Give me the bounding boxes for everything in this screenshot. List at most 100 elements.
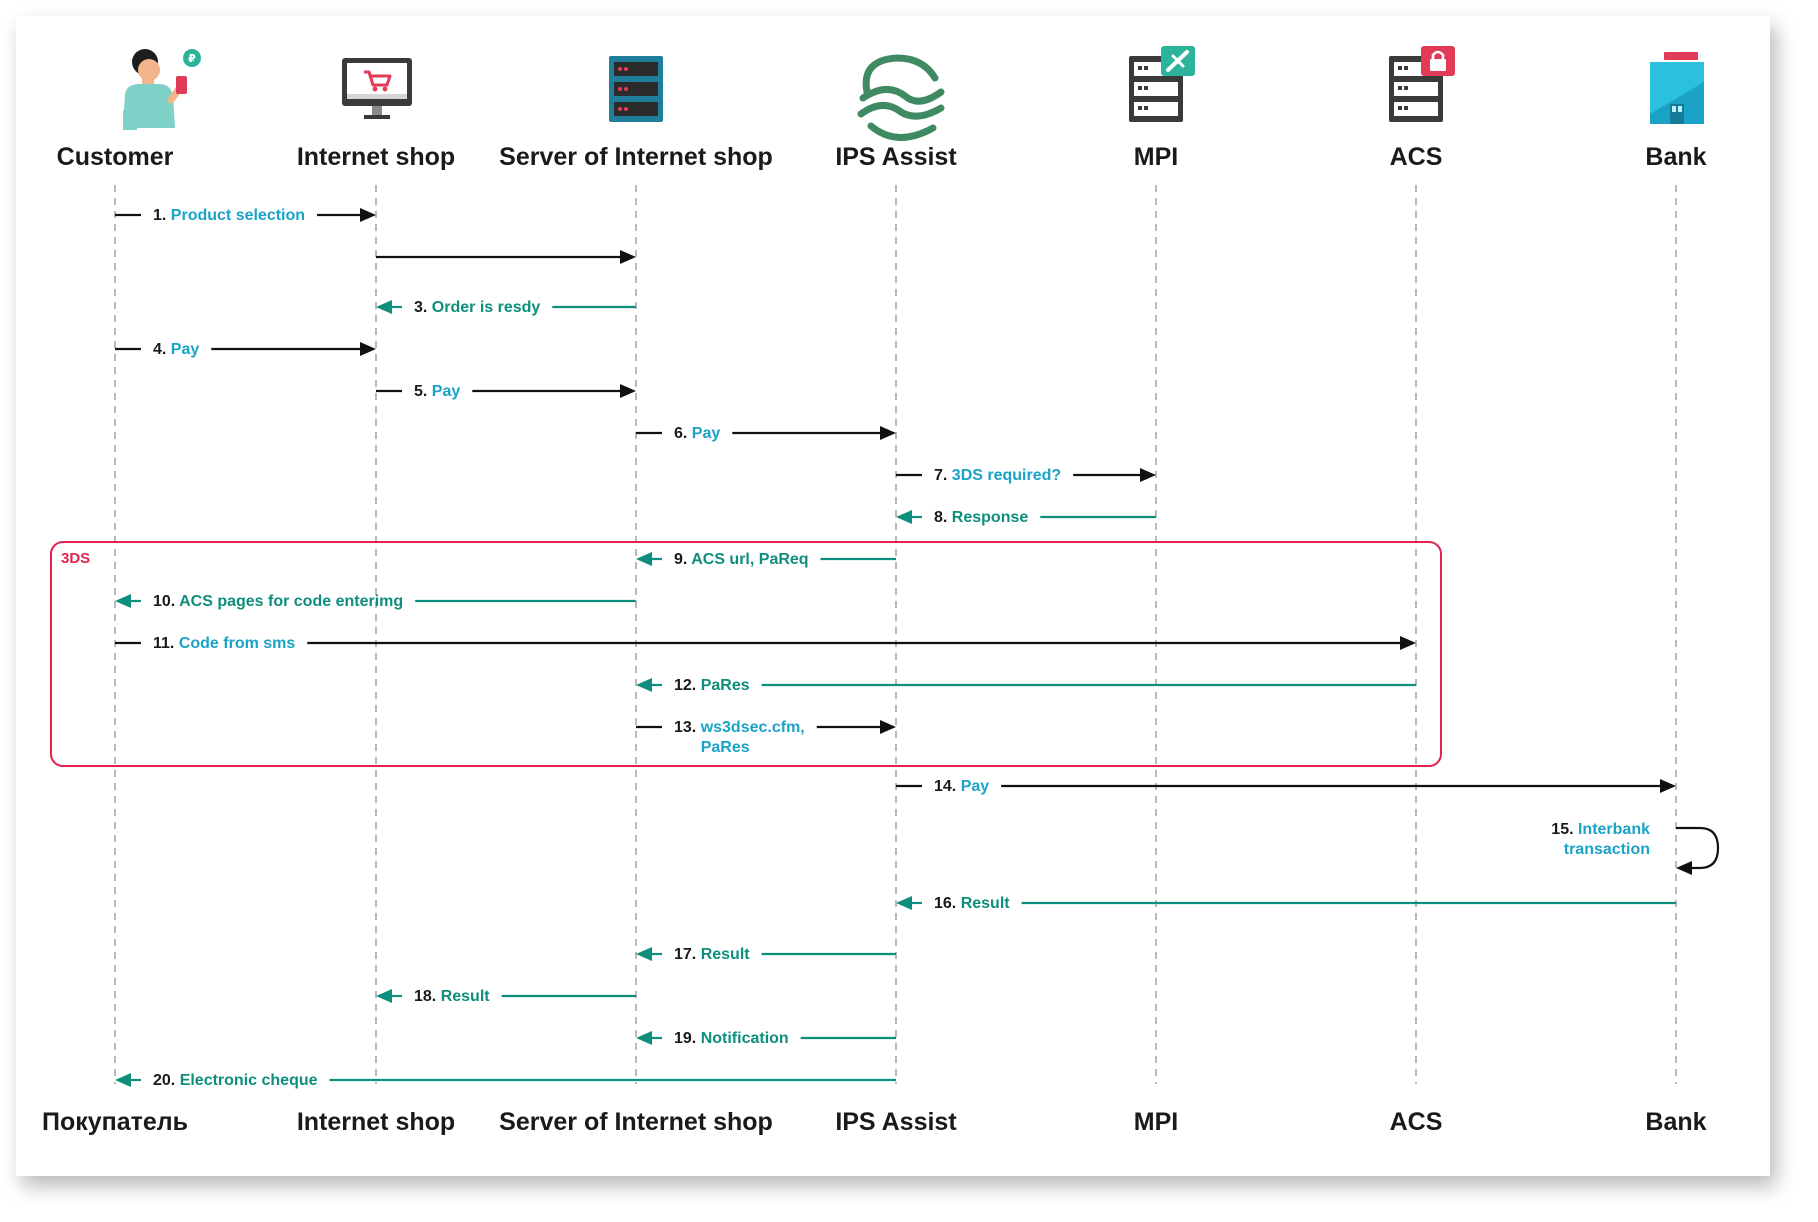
message-label: 6. Pay: [674, 425, 720, 442]
message-18: 18. Result: [376, 988, 636, 1005]
message-number: 16.: [934, 895, 961, 912]
svg-text:₽: ₽: [188, 52, 196, 65]
message-text: Pay: [692, 425, 721, 442]
message-6: 6. Pay: [636, 425, 896, 442]
message-number: 14.: [934, 778, 961, 795]
message-label: 11. Code from sms: [153, 635, 295, 652]
message-text: PaRes: [701, 677, 750, 694]
message-label: 3. Order is resdy: [414, 299, 540, 316]
message-12: 12. PaRes: [636, 677, 1416, 694]
message-17: 17. Result: [636, 946, 896, 963]
message-7: 7. 3DS required?: [896, 467, 1156, 484]
message-text: Electronic cheque: [180, 1072, 318, 1089]
message-label: 7. 3DS required?: [934, 467, 1061, 484]
message-text: Pay: [961, 778, 990, 795]
arrowhead: [636, 1031, 652, 1045]
message-19: 19. Notification: [636, 1030, 896, 1047]
arrowhead: [620, 250, 636, 264]
message-text: Result: [961, 895, 1011, 912]
message-5: 5. Pay: [376, 383, 636, 400]
message-8: 8. Response: [896, 509, 1156, 526]
message-label: 15. Interbank: [1551, 821, 1650, 838]
message-text: Pay: [171, 341, 200, 358]
message-label: 8. Response: [934, 509, 1028, 526]
message-label: 17. Result: [674, 946, 750, 963]
message-text: ACS pages for code enterimg: [179, 593, 403, 610]
message-10: 10. ACS pages for code enterimg: [115, 593, 636, 610]
message-16: 16. Result: [896, 895, 1676, 912]
message-label: 13. ws3dsec.cfm,: [674, 719, 805, 736]
actor-title-ips-assist: IPS Assist: [835, 143, 957, 171]
message-number: 3.: [414, 299, 432, 316]
frame-3ds: [50, 541, 1442, 767]
message-9: 9. ACS url, PaReq: [636, 551, 896, 568]
actor-footer-customer: Покупатель: [42, 1108, 188, 1136]
message-label: 9. ACS url, PaReq: [674, 551, 809, 568]
actor-footer-bank: Bank: [1645, 1108, 1706, 1136]
arrowhead: [360, 208, 376, 222]
frame-3ds-label: 3DS: [61, 550, 90, 567]
message-label: 19. Notification: [674, 1030, 789, 1047]
message-number: 4.: [153, 341, 171, 358]
actor-footer-mpi: MPI: [1134, 1108, 1178, 1136]
message-text: Result: [441, 988, 491, 1005]
message-label: 10. ACS pages for code enterimg: [153, 593, 403, 610]
arrowhead: [636, 947, 652, 961]
message-number: 5.: [414, 383, 432, 400]
actor-footer-internet-shop: Internet shop: [297, 1108, 455, 1136]
message-number: 9.: [674, 551, 691, 568]
acs-server-lock-icon: [1389, 46, 1455, 122]
arrowhead: [115, 594, 131, 608]
arrowhead: [1660, 779, 1676, 793]
message-1: 1. Product selection: [115, 207, 376, 224]
message-number: 1.: [153, 207, 171, 224]
message-number: 12.: [674, 677, 701, 694]
bank-icon: [1650, 52, 1704, 124]
message-number: 10.: [153, 593, 179, 610]
message-line: [1676, 826, 1720, 870]
message-text: Result: [701, 946, 751, 963]
message-label: 14. Pay: [934, 778, 989, 795]
message-text: Product selection: [171, 207, 305, 224]
diagram-card: [16, 16, 1770, 1176]
message-number: 13.: [674, 719, 701, 736]
message-label: 16. Result: [934, 895, 1010, 912]
message-number: 19.: [674, 1030, 701, 1047]
actor-footer-acs: ACS: [1390, 1108, 1443, 1136]
actor-title-mpi: MPI: [1134, 143, 1178, 171]
message-text: Notification: [701, 1030, 789, 1047]
arrowhead: [636, 552, 652, 566]
arrowhead: [1400, 636, 1416, 650]
actor-title-server: Server of Internet shop: [499, 143, 773, 171]
message-number: 7.: [934, 467, 952, 484]
message-20: 20. Electronic cheque: [115, 1072, 896, 1089]
actor-title-internet-shop: Internet shop: [297, 143, 455, 171]
actor-footer-server: Server of Internet shop: [499, 1108, 773, 1136]
message-3: 3. Order is resdy: [376, 299, 636, 316]
actor-title-acs: ACS: [1390, 143, 1443, 171]
arrowhead: [896, 510, 912, 524]
arrowhead: [376, 989, 392, 1003]
message-11: 11. Code from sms: [115, 635, 1416, 652]
server-icon: [609, 56, 663, 122]
message-label: 18. Result: [414, 988, 490, 1005]
message-number: 18.: [414, 988, 441, 1005]
message-number: 20.: [153, 1072, 180, 1089]
arrowhead: [376, 300, 392, 314]
message-number: 6.: [674, 425, 692, 442]
actor-title-customer: Customer: [57, 143, 174, 171]
mpi-server-icon: [1129, 46, 1195, 122]
arrowhead: [360, 342, 376, 356]
message-text: Order is resdy: [432, 299, 541, 316]
message-14: 14. Pay: [896, 778, 1676, 795]
customer-icon: ₽: [123, 49, 201, 130]
message-text: ACS url, PaReq: [691, 551, 808, 568]
message-4: 4. Pay: [115, 341, 376, 358]
arrowhead: [880, 426, 896, 440]
actor-title-bank: Bank: [1645, 143, 1706, 171]
message-number: 17.: [674, 946, 701, 963]
message-text: Interbank: [1578, 821, 1650, 838]
message-label: 20. Electronic cheque: [153, 1072, 318, 1089]
